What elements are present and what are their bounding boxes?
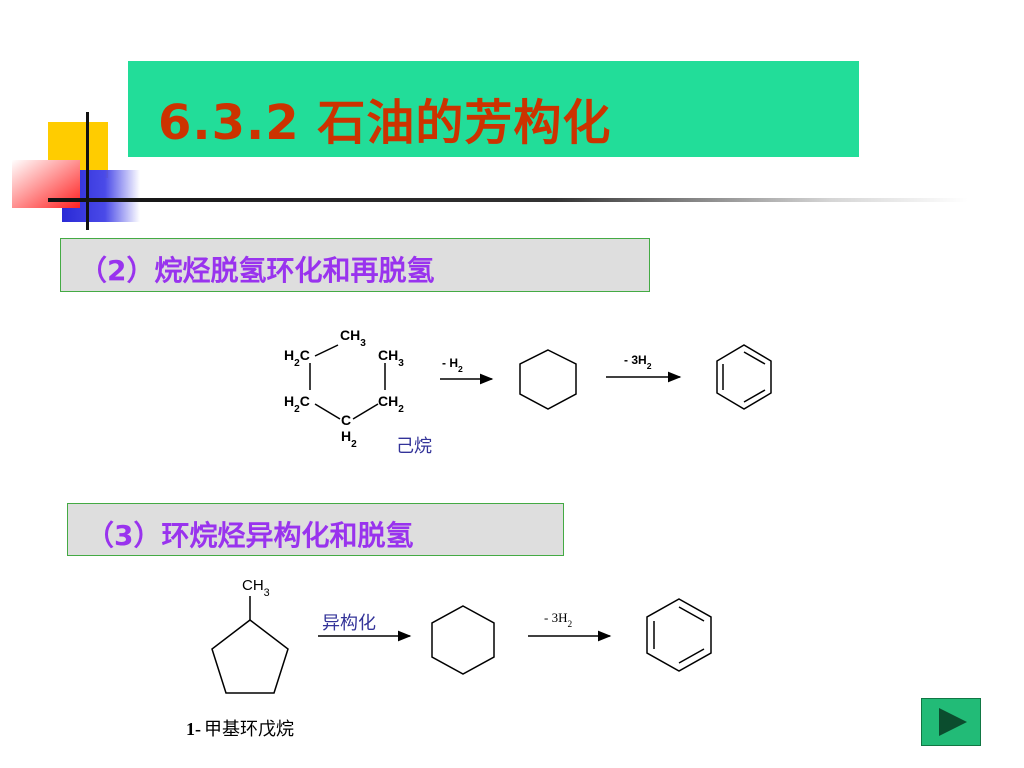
decor-vertical-line: [86, 112, 89, 230]
section-3-header: （3）环烷烃异构化和脱氢: [67, 503, 564, 556]
section-2-title: （2）烷烃脱氢环化和再脱氢: [79, 254, 435, 287]
next-slide-button[interactable]: [921, 698, 981, 746]
reaction-scheme-hexane: CH3 H2C CH3 H2C CH2 C H2 - H2 - 3H2 己烷: [284, 327, 772, 457]
cyclohexane-ring-2: [431, 605, 495, 675]
label-h2c-lower: H2C: [284, 393, 310, 415]
hexane-name-label: 己烷: [396, 436, 432, 457]
play-triangle-icon: [939, 708, 967, 736]
benzene-ring-2: [646, 598, 712, 672]
benzene-ring: [716, 344, 772, 410]
label-ch3-top: CH3: [340, 327, 366, 349]
hexane-chain-bonds: [309, 344, 386, 420]
hexane-atom-labels: CH3 H2C CH3 H2C CH2 C H2: [284, 327, 404, 450]
label-ch3-right: CH3: [378, 347, 404, 369]
cyclohexane-ring: [519, 349, 577, 410]
label-ch2-right: CH2: [378, 393, 404, 415]
decor-horizontal-line: [48, 198, 968, 202]
step1-label-dehydrogenation: - H2: [442, 356, 463, 374]
label-h2-bottom: H2: [341, 428, 357, 450]
isomerization-label: 异构化: [322, 613, 376, 634]
label-c-bottom: C: [341, 412, 351, 428]
step2-label-dehydrogenation: - 3H2: [624, 353, 652, 371]
label-h2c-upper: H2C: [284, 347, 310, 369]
section-3-title: （3）环烷烃异构化和脱氢: [86, 519, 414, 552]
methyl-label: CH3: [242, 577, 270, 599]
title-banner: 6.3.2 石油的芳构化: [128, 61, 859, 157]
cyclopentane-ring: [211, 619, 289, 694]
reactant-name-prefix: 1-: [186, 719, 201, 739]
section-2-header: （2）烷烃脱氢环化和再脱氢: [60, 238, 650, 292]
reaction-scheme-methylcyclopentane: CH3 异构化 - 3H2 1- 甲基环戊烷: [186, 577, 712, 740]
dehydrogenation-label: - 3H2: [544, 610, 572, 630]
reactant-name-label: 甲基环戊烷: [204, 719, 294, 740]
slide-title: 6.3.2 石油的芳构化: [158, 95, 612, 151]
